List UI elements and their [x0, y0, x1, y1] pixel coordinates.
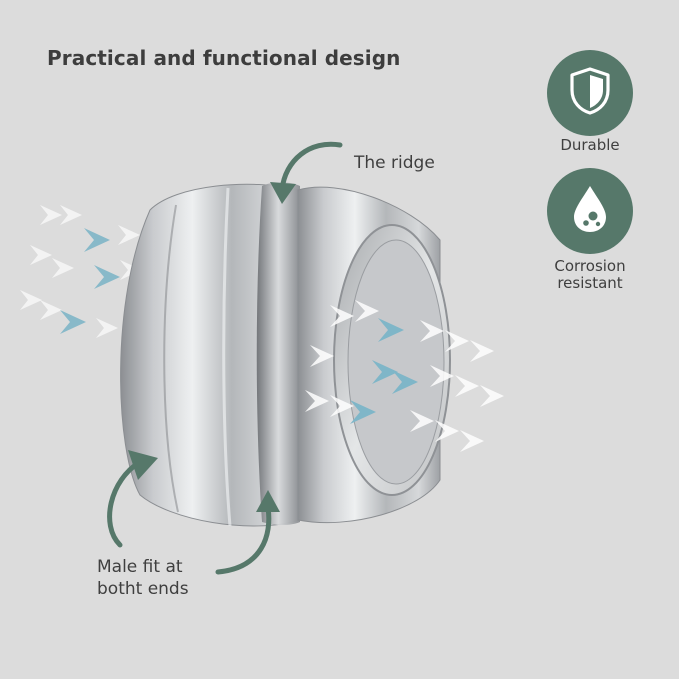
- headline: Practical and functional design: [47, 46, 401, 70]
- male-fit-line-2: botht ends: [97, 579, 189, 599]
- shield-icon: [567, 66, 613, 120]
- male-fit-line-1: Male fit at: [97, 557, 183, 577]
- durable-badge: [547, 50, 633, 136]
- corrosion-caption: Corrosion resistant: [530, 258, 650, 292]
- male-fit-callout-arrow-right: [215, 490, 280, 575]
- ridge-callout-label: The ridge: [354, 153, 435, 173]
- corrosion-badge: [547, 168, 633, 254]
- male-fit-callout-arrow-left: [107, 450, 158, 548]
- corrosion-caption-line-2: resistant: [557, 274, 623, 292]
- airflow-chevrons-right: [305, 300, 504, 452]
- corrosion-caption-line-1: Corrosion: [554, 257, 626, 275]
- ridge-callout-arrow: [270, 141, 343, 204]
- durable-caption: Durable: [560, 136, 620, 154]
- duct-connector: [120, 182, 451, 527]
- water-drop-icon: [570, 183, 610, 239]
- male-fit-callout-label: Male fit at botht ends: [97, 556, 189, 600]
